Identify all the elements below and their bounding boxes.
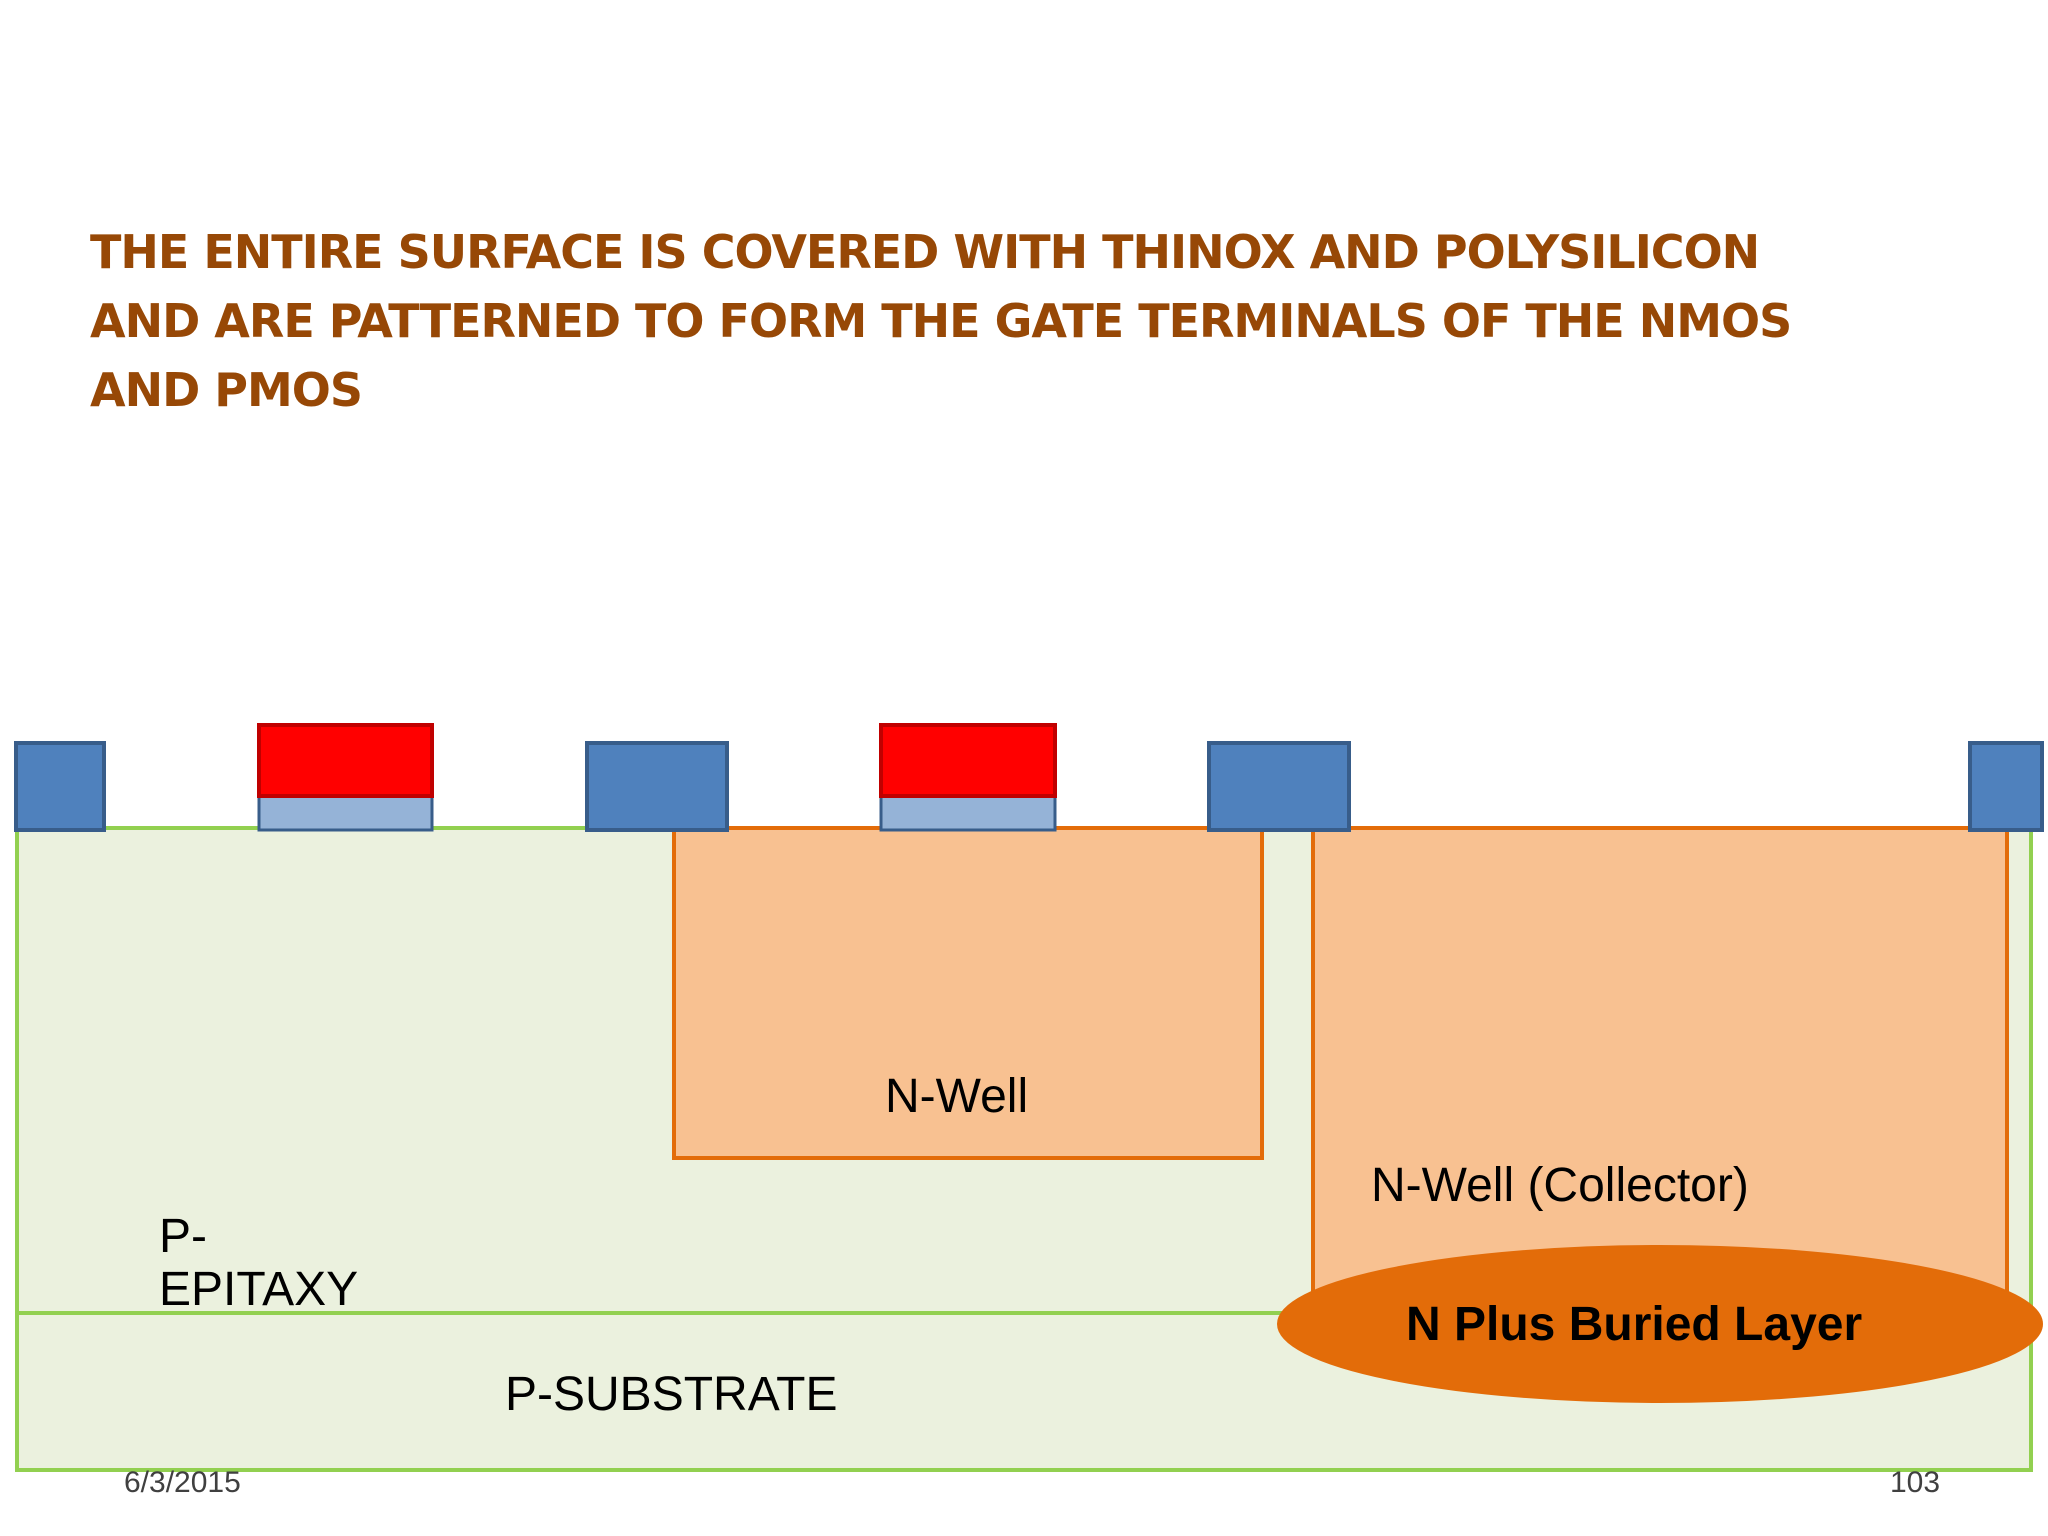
n-well-collector-label: N-Well (Collector)	[1371, 1159, 1749, 1212]
slide-title-line-3: AND PMOS	[90, 363, 363, 417]
n-plus-buried-layer	[1277, 1245, 2043, 1403]
slide-date: 6/3/2015	[124, 1466, 241, 1499]
p-epitaxy-label-line-1: P-	[159, 1210, 207, 1263]
n-plus-buried-layer-label: N Plus Buried Layer	[1406, 1298, 1862, 1351]
field-oxide-1	[14, 741, 106, 832]
p-epitaxy-label-line-2: EPITAXY	[159, 1263, 358, 1316]
nmos-polysilicon-gate	[257, 723, 434, 798]
n-well	[672, 826, 1264, 1160]
slide-page-number: 103	[1890, 1466, 1941, 1499]
nmos-thin-oxide	[257, 794, 434, 832]
pmos-polysilicon-gate	[879, 723, 1057, 798]
slide-title-line-1: THE ENTIRE SURFACE IS COVERED WITH THINO…	[90, 225, 1760, 279]
n-well-label: N-Well	[885, 1070, 1028, 1123]
field-oxide-2	[585, 741, 729, 832]
field-oxide-3	[1207, 741, 1351, 832]
pmos-thin-oxide	[879, 794, 1057, 832]
p-substrate-label: P-SUBSTRATE	[505, 1368, 837, 1421]
slide-title-line-2: AND ARE PATTERNED TO FORM THE GATE TERMI…	[90, 294, 1792, 348]
slide-title: THE ENTIRE SURFACE IS COVERED WITH THINO…	[90, 218, 1792, 425]
field-oxide-4	[1968, 741, 2044, 832]
